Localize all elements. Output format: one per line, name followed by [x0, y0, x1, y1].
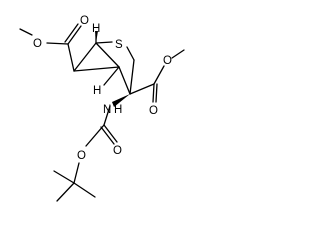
bond-tbutyl-methyl-left: [53, 170, 75, 184]
bond-c1-c5: [95, 42, 120, 68]
bond-o-methyl-right: [171, 49, 185, 59]
atom-label-layer: S H H O O O O N H O O: [33, 15, 172, 162]
oxygen-label-left-ester: O: [33, 38, 42, 50]
bond-ester-c-o-left: [46, 42, 69, 45]
bond-carbamate-c-o-double: [100, 126, 115, 145]
hydrogen-label-bottom: H: [93, 85, 101, 97]
bond-carbamate-c-o: [103, 124, 118, 143]
bond-c2-c3: [129, 59, 135, 95]
bond-ester-c-o-right: [153, 65, 165, 85]
bond-c6-ester-c: [67, 43, 75, 72]
bond-o-tbutyl-c: [73, 162, 80, 184]
oxygen-label-right-carbonyl: O: [149, 105, 158, 117]
oxygen-label-boc-carbonyl: O: [113, 145, 122, 157]
hydrogen-label-top: H: [92, 23, 100, 35]
molecule-drawing: S H H O O O O N H O O: [19, 15, 185, 202]
bond-tbutyl-methyl-bottom: [56, 182, 75, 202]
bond-carbamate-c-o-ester: [85, 124, 105, 147]
bond-ester-c-o-lower-double: [155, 83, 158, 103]
bond-c3-ester-c: [129, 83, 155, 95]
bond-s-c2: [126, 46, 135, 61]
sulfur-label: S: [115, 39, 123, 51]
wedge-bond-c3-n: [112, 94, 130, 107]
nitrogen-label: N: [103, 104, 111, 116]
bond-ester-c-o-upper: [67, 25, 82, 45]
bond-c3-c4: [118, 66, 131, 95]
bond-o-methyl-left: [19, 28, 33, 36]
oxygen-label-boc-ester: O: [77, 150, 86, 162]
bond-c1-c6: [73, 42, 97, 72]
bond-c6-c5: [73, 66, 120, 72]
oxygen-label-left-carbonyl: O: [80, 15, 89, 27]
bond-tbutyl-methyl-right: [73, 182, 96, 198]
bond-layer: [19, 23, 185, 202]
bond-ester-c-o-upper-double: [64, 23, 79, 43]
bond-n-carbamate-c: [103, 105, 111, 126]
bond-c5-h: [103, 66, 120, 86]
amine-hydrogen-label: H: [114, 104, 122, 116]
chemical-structure-diagram: S H H O O O O N H O O: [19, 15, 185, 202]
oxygen-label-right-ester: O: [163, 55, 172, 67]
bond-c1-s: [95, 41, 113, 44]
bond-ester-c-o-lower: [152, 83, 155, 103]
wedge-bond-c1-h: [95, 31, 98, 43]
